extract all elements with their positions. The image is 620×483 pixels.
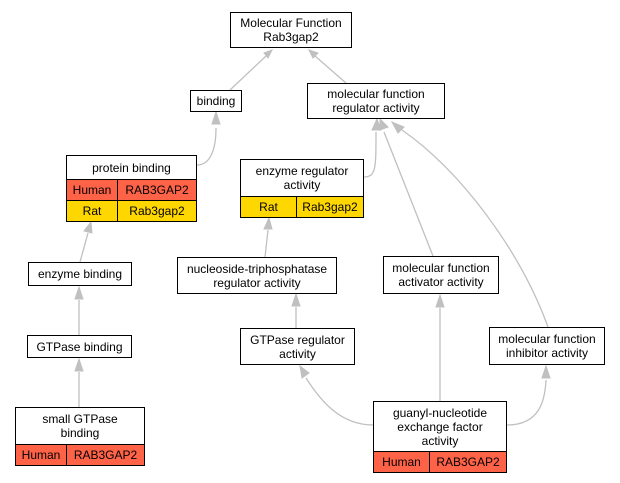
edge-arrowhead	[308, 49, 319, 59]
edge-arrowhead	[291, 292, 301, 307]
node-title-line: molecular function	[392, 261, 490, 275]
node-gnef-activity-title: guanyl-nucleotide exchange factor activi…	[374, 402, 506, 451]
edge-inhibitor-to-mfreg	[401, 129, 549, 328]
species-cell: Human	[374, 452, 430, 472]
species-cell: Human	[67, 180, 118, 200]
node-title-line: regulator activity	[213, 275, 301, 290]
node-title-line: guanyl-nucleotide	[392, 405, 488, 420]
gene-cell: Rab3gap2	[129, 204, 185, 218]
edge-arrowhead	[74, 357, 84, 372]
species-row-human: Human RAB3GAP2	[16, 444, 144, 465]
edge-arrowhead	[74, 285, 84, 300]
node-title-line: inhibitor activity	[505, 346, 589, 360]
species-row-human: Human RAB3GAP2	[67, 179, 196, 200]
node-protein-binding[interactable]: protein binding Human RAB3GAP2 Rat Rab3g…	[66, 155, 197, 222]
edge-arrowhead	[435, 293, 445, 308]
edge-arrowhead	[263, 216, 273, 230]
edge-arrowhead	[541, 364, 551, 379]
node-mf-inhibitor[interactable]: molecular function inhibitor activity	[489, 327, 605, 365]
edge-enzbinding-to-protein	[79, 232, 89, 263]
gene-cell: RAB3GAP2	[436, 455, 500, 469]
edge-arrowhead	[299, 364, 310, 379]
node-title-line: enzyme binding	[37, 267, 123, 281]
edge-ntpreg-to-enzreg	[264, 229, 269, 258]
node-small-gtpase-binding[interactable]: small GTPase binding Human RAB3GAP2	[15, 407, 145, 466]
node-root-title: Molecular Function Rab3gap2	[231, 13, 351, 47]
node-mf-inhibitor-title: molecular function inhibitor activity	[490, 328, 604, 364]
node-title-line: binding	[196, 94, 236, 108]
node-small-gtpase-binding-title: small GTPase binding	[16, 408, 144, 444]
node-gnef-activity[interactable]: guanyl-nucleotide exchange factor activi…	[373, 401, 507, 473]
edge-arrowhead	[211, 110, 221, 125]
node-title-line: activity	[421, 433, 459, 448]
node-gtpase-binding-title: GTPase binding	[28, 336, 131, 357]
edge-activator-to-mfreg	[383, 131, 434, 257]
edge-gnef-to-inhibitor	[506, 379, 547, 426]
node-enzyme-regulator-title: enzyme regulator activity	[241, 160, 363, 196]
node-enzyme-regulator[interactable]: enzyme regulator activity Rat Rab3gap2	[240, 159, 364, 218]
node-title-line: Rab3gap2	[263, 30, 319, 44]
species-cell: Rat	[241, 197, 297, 217]
node-ntp-regulator-title: nucleoside-triphosphatase regulator acti…	[178, 258, 336, 293]
node-gtpase-regulator-title: GTPase regulator activity	[241, 329, 354, 364]
node-protein-binding-title: protein binding	[67, 156, 196, 179]
node-title-line: binding	[60, 426, 100, 440]
node-binding[interactable]: binding	[190, 90, 242, 112]
node-title-line: activity	[279, 346, 316, 361]
node-binding-title: binding	[191, 91, 241, 111]
gene-cell: Rab3gap2	[302, 200, 358, 214]
node-mf-activator-title: molecular function activator activity	[384, 257, 498, 293]
node-enzyme-binding-title: enzyme binding	[29, 263, 131, 285]
node-title-line: molecular function	[327, 87, 425, 101]
edge-arrowhead	[83, 220, 93, 234]
node-root[interactable]: Molecular Function Rab3gap2	[230, 12, 352, 48]
node-title-line: activity	[283, 178, 321, 192]
edge-arrowhead	[390, 120, 405, 134]
edge-protein-to-binding	[196, 127, 217, 166]
node-title-line: enzyme regulator	[255, 164, 349, 178]
node-title-line: GTPase binding	[36, 339, 123, 354]
node-title-line: Molecular Function	[240, 16, 342, 30]
species-cell: Rat	[67, 201, 118, 221]
node-title-line: GTPase regulator	[250, 332, 345, 347]
gene-cell: RAB3GAP2	[73, 448, 138, 462]
edge-mfreg-to-root	[314, 55, 347, 84]
node-ntp-regulator[interactable]: nucleoside-triphosphatase regulator acti…	[177, 257, 337, 294]
node-enzyme-binding[interactable]: enzyme binding	[28, 262, 132, 286]
node-title-line: regulator activity	[332, 101, 420, 115]
species-row-rat: Rat Rab3gap2	[241, 196, 363, 217]
node-gtpase-regulator[interactable]: GTPase regulator activity	[240, 328, 355, 365]
edge-arrowhead	[379, 117, 389, 131]
node-title-line: molecular function	[498, 332, 596, 346]
node-mf-activator[interactable]: molecular function activator activity	[383, 256, 499, 294]
edge-enzreg-to-mfreg	[363, 131, 377, 178]
node-title-line: exchange factor	[397, 419, 483, 434]
edge-arrowhead	[263, 49, 274, 59]
species-row-rat: Rat Rab3gap2	[67, 200, 196, 221]
edge-gnef-to-gtpreg	[305, 377, 374, 426]
species-row-human: Human RAB3GAP2	[374, 451, 506, 472]
node-gtpase-binding[interactable]: GTPase binding	[27, 335, 132, 358]
node-title-line: protein binding	[92, 160, 171, 175]
node-mf-regulator[interactable]: molecular function regulator activity	[307, 83, 445, 119]
node-title-line: small GTPase	[42, 412, 118, 426]
gene-cell: RAB3GAP2	[125, 183, 189, 197]
species-cell: Human	[16, 445, 67, 465]
node-mf-regulator-title: molecular function regulator activity	[308, 84, 444, 118]
edge-binding-to-root	[229, 55, 267, 91]
node-title-line: nucleoside-triphosphatase	[186, 261, 328, 276]
node-title-line: activator activity	[398, 275, 484, 289]
edge-arrowhead	[371, 117, 382, 131]
